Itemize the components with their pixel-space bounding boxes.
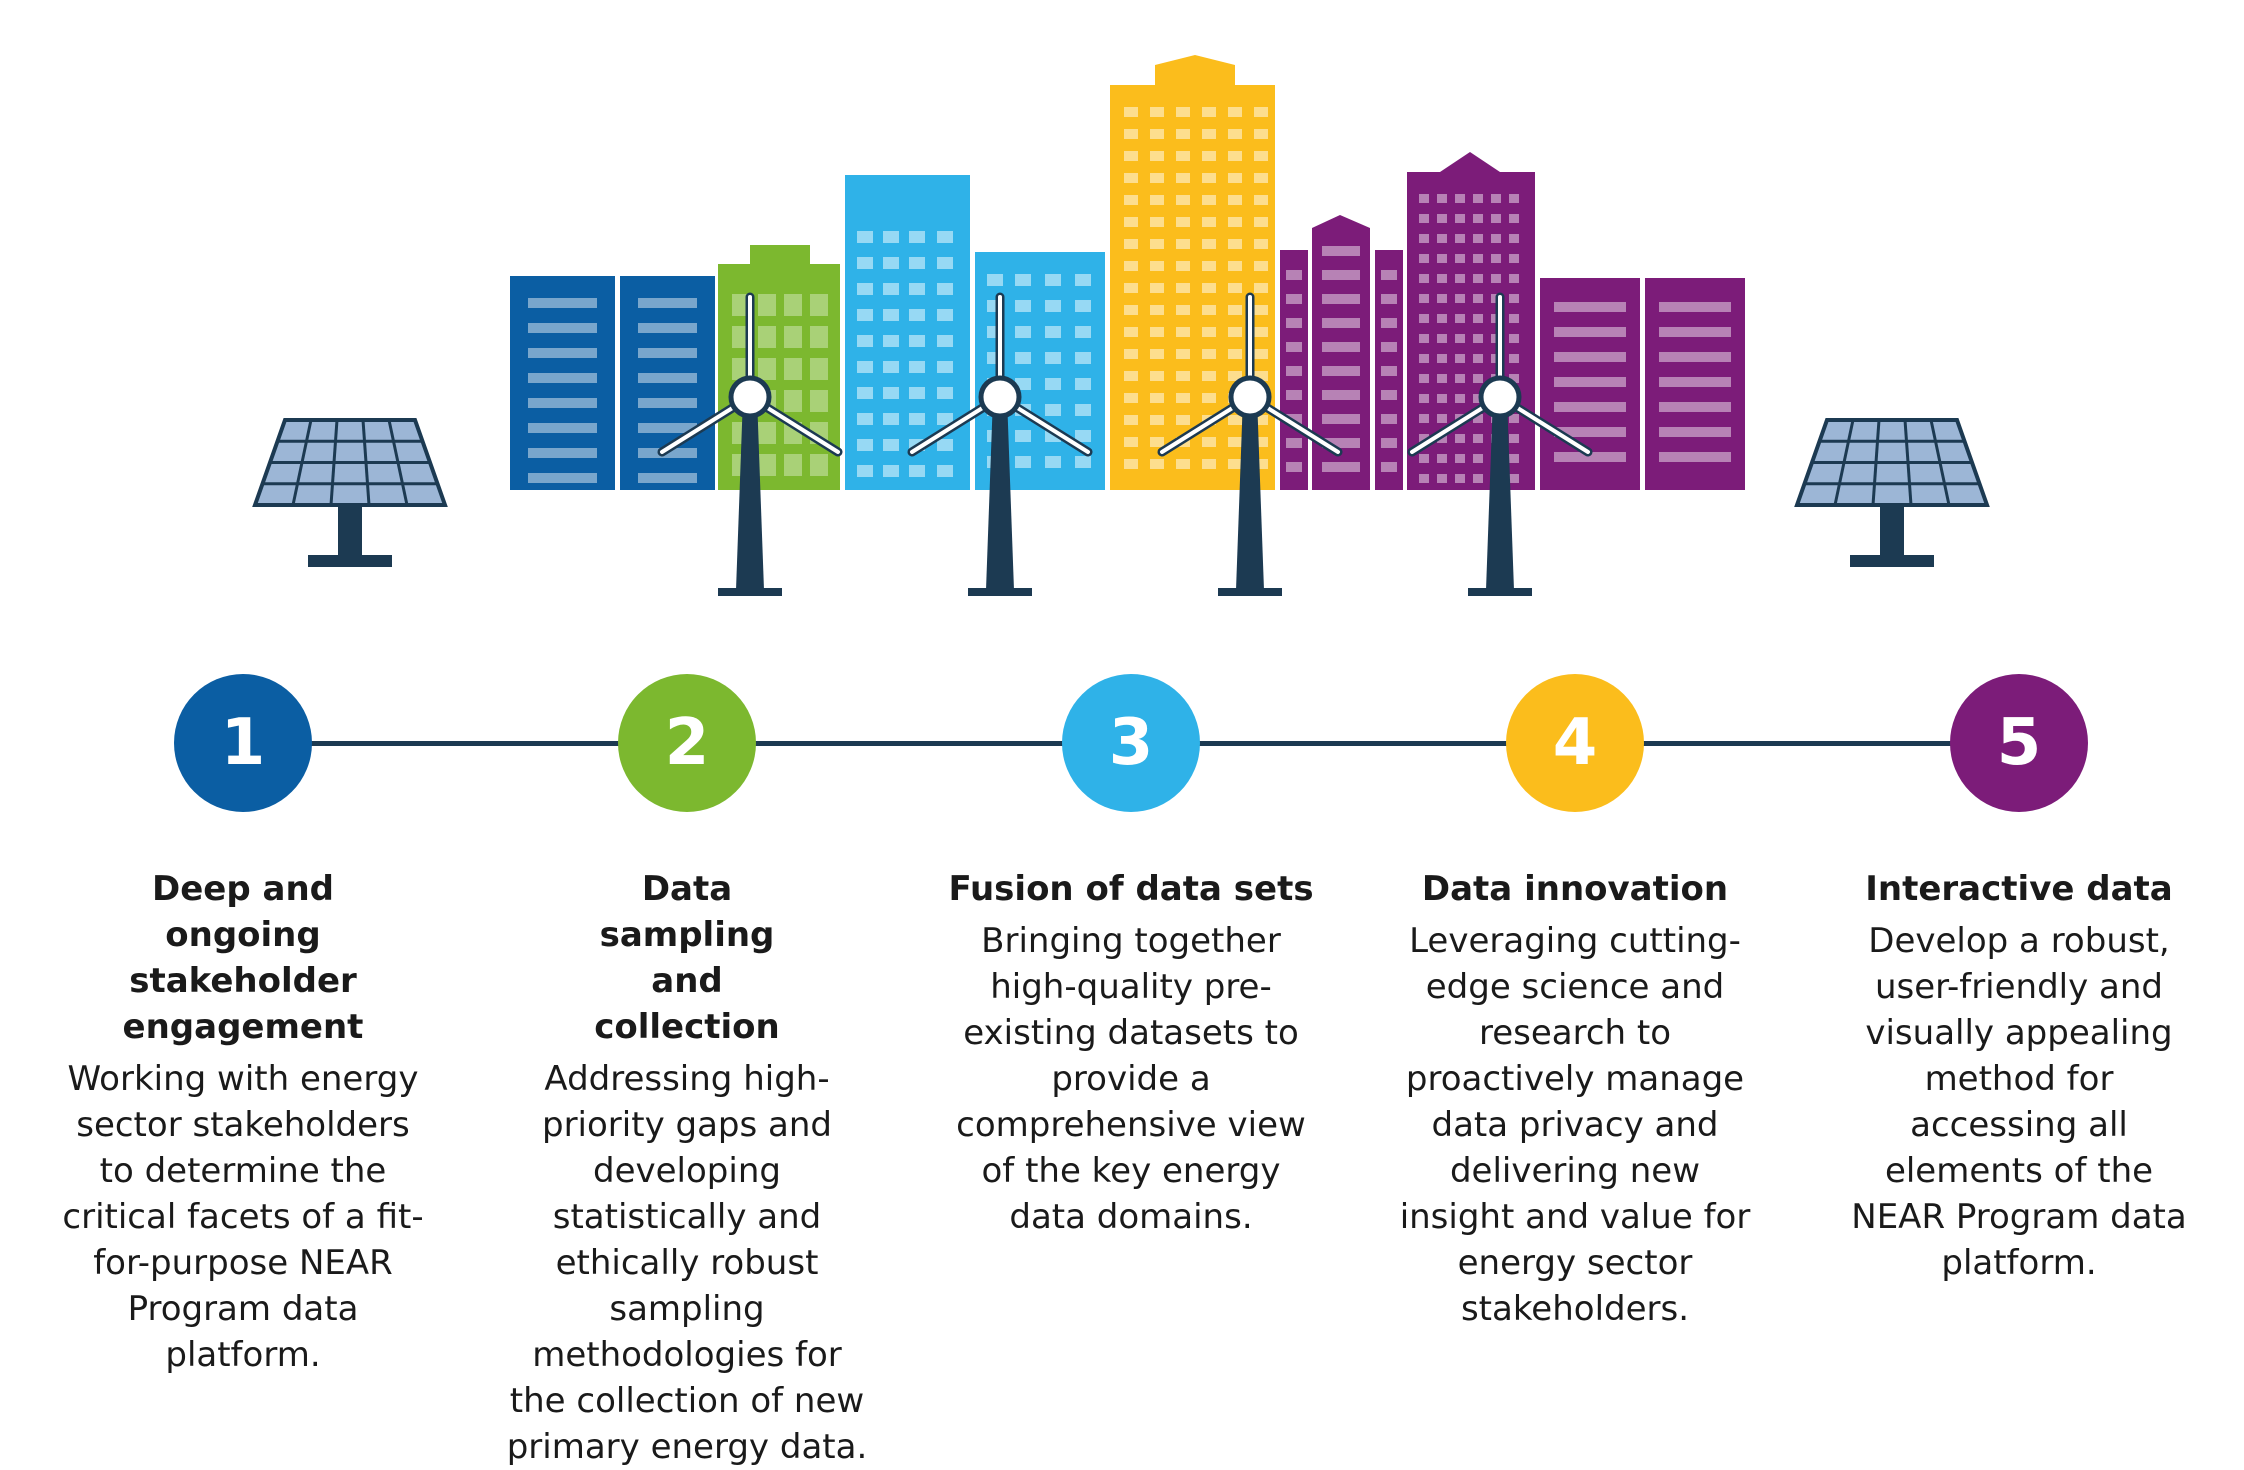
step-4-circle: 4: [1506, 674, 1644, 812]
step-4-description: Leveraging cutting-edge science and rese…: [1399, 921, 1751, 1329]
step-4-number: 4: [1552, 706, 1598, 780]
step-5-circle: 5: [1950, 674, 2088, 812]
step-3-title: Fusion of data sets: [948, 869, 1314, 909]
step-5-description: Develop a robust, user-friendly and visu…: [1851, 921, 2187, 1283]
step-5-text: Interactive data Develop a robust, user-…: [1824, 866, 2214, 1286]
wind-turbine-icon: [1157, 292, 1343, 596]
wind-turbine-icon: [657, 292, 843, 596]
step-5-number: 5: [1996, 706, 2042, 780]
step-2-number: 2: [664, 706, 710, 780]
building-icon: [620, 276, 715, 490]
step-2-text: Data sampling and collection Addressing …: [492, 866, 882, 1470]
step-2-description: Addressing high-priority gaps and develo…: [506, 1059, 868, 1467]
step-3-number: 3: [1108, 706, 1154, 780]
city-skyline-illustration: [252, 55, 1990, 596]
step-2-circle: 2: [618, 674, 756, 812]
solar-panel-icon: [1794, 418, 1990, 567]
building-icon: [1280, 250, 1308, 490]
step-1-text: Deep and ongoing stakeholder engagement …: [48, 866, 438, 1378]
step-3-description: Bringing together high-quality pre-exist…: [956, 921, 1306, 1237]
building-icon: [510, 276, 615, 490]
step-1-number: 1: [220, 706, 266, 780]
step-1-description: Working with energy sector stakeholders …: [62, 1059, 424, 1375]
building-icon: [1645, 278, 1745, 490]
solar-panel-icon: [252, 418, 448, 567]
step-1-circle: 1: [174, 674, 312, 812]
wind-turbine-icon: [907, 292, 1093, 596]
wind-turbine-icon: [1407, 292, 1593, 596]
step-3-text: Fusion of data sets Bringing together hi…: [936, 866, 1326, 1240]
step-4-text: Data innovation Leveraging cutting-edge …: [1380, 866, 1770, 1332]
step-4-title: Data innovation: [1421, 869, 1729, 909]
building-icon: [845, 175, 970, 490]
step-3-circle: 3: [1062, 674, 1200, 812]
building-icon: [1375, 250, 1403, 490]
step-5-title: Interactive data: [1865, 869, 2173, 909]
step-1-title: Deep and ongoing stakeholder engagement: [122, 869, 364, 1047]
step-2-title: Data sampling and collection: [594, 869, 780, 1047]
